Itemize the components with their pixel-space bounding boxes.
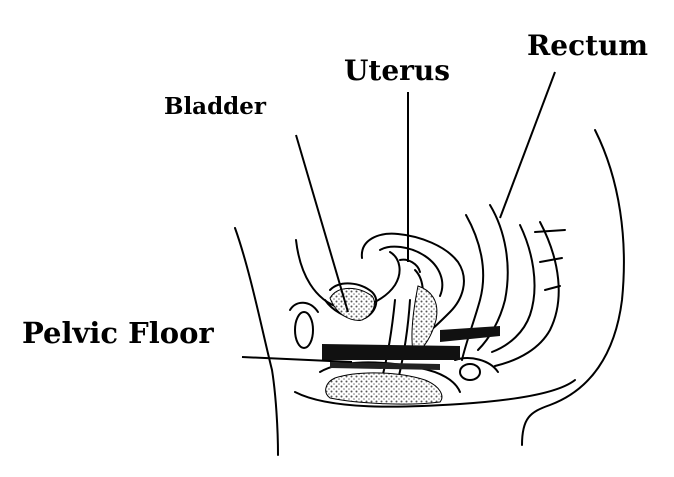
body-outline-right — [521, 129, 625, 446]
pelvic-floor-muscle — [322, 344, 460, 360]
rectum-outline — [461, 214, 485, 361]
rectum-leader-line — [499, 71, 556, 219]
rectum-label: Rectum — [527, 29, 649, 62]
bladder-label: Bladder — [164, 93, 266, 120]
uterus-outline — [360, 232, 465, 339]
uterine-wall-stipple — [411, 285, 438, 357]
pubic-bone — [294, 311, 314, 349]
thigh-line — [294, 379, 576, 408]
pelvic-floor-leader-line — [241, 356, 353, 363]
perineal-body-stipple — [325, 372, 443, 405]
bladder-stipple — [329, 287, 375, 321]
pelvic-floor-label: Pelvic Floor — [22, 316, 214, 350]
body-outline-left — [234, 227, 279, 456]
uterus-label: Uterus — [344, 54, 451, 87]
bladder-leader-line — [295, 134, 349, 313]
